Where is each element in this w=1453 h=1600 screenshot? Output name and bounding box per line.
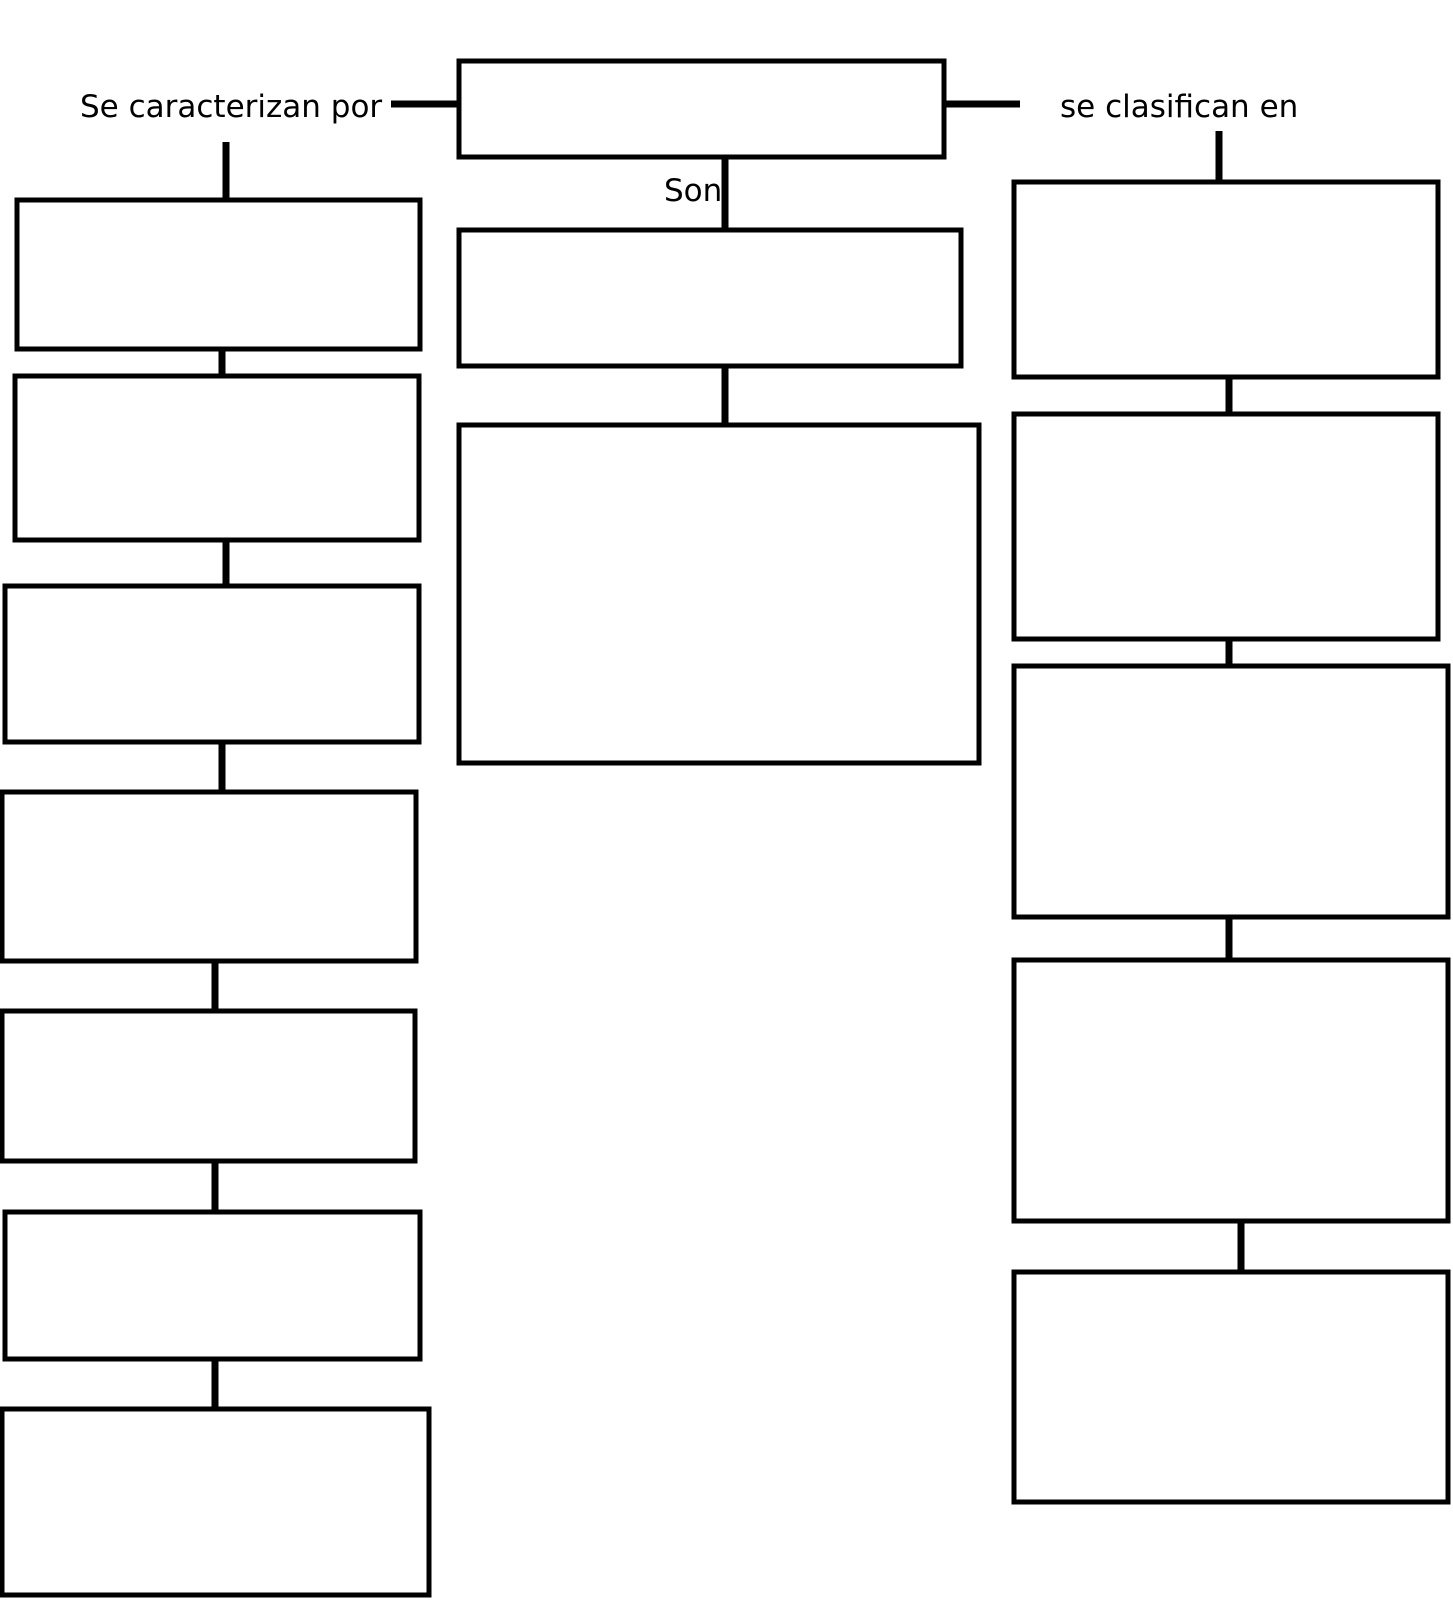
label-son: Son (664, 173, 722, 209)
center-box-1 (456, 227, 964, 369)
left-box-3 (2, 583, 422, 745)
left-box-4 (0, 789, 419, 964)
right-box-3 (1011, 663, 1451, 920)
right-column (1011, 179, 1451, 1505)
left-box-2 (12, 373, 422, 543)
right-box-5 (1011, 1269, 1451, 1505)
left-box-7 (0, 1406, 432, 1598)
left-column (0, 197, 432, 1598)
right-box-1 (1011, 179, 1441, 380)
left-box-6 (2, 1209, 423, 1362)
connectors (211, 100, 1245, 1409)
right-box-2 (1011, 411, 1441, 642)
center-box-2 (456, 422, 982, 766)
label-se-clasifican-en: se clasifican en (1060, 89, 1298, 125)
label-se-caracterizan-por: Se caracterizan por (80, 89, 382, 125)
root-box (456, 58, 947, 160)
left-box-1 (14, 197, 423, 352)
right-box-4 (1011, 957, 1451, 1224)
center-column (456, 227, 982, 766)
left-box-5 (0, 1008, 418, 1164)
